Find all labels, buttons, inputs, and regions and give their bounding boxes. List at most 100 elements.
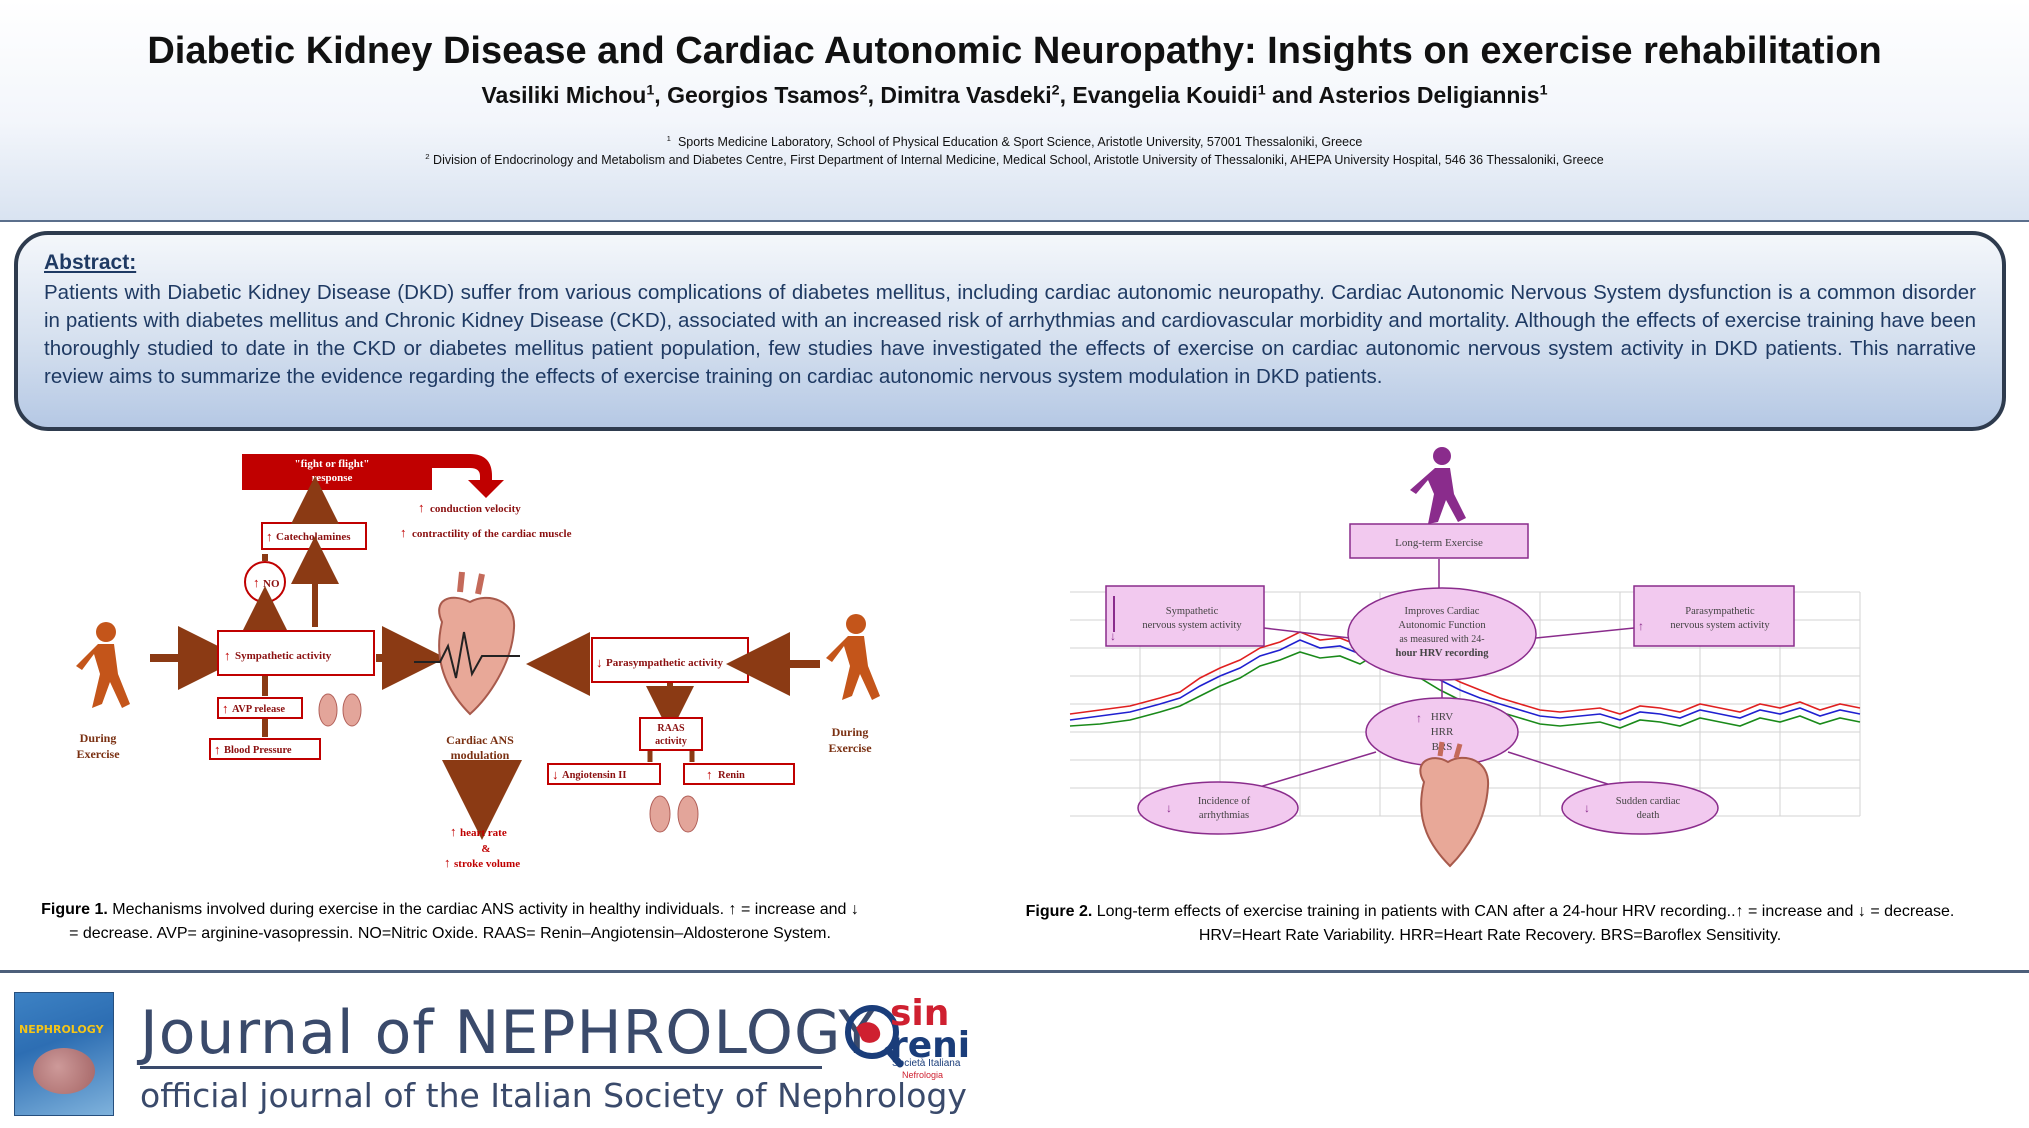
contractility-label: contractility of the cardiac muscle (412, 528, 572, 540)
down-arrow-glyph: ↓ (552, 767, 559, 782)
fight-or-flight-banner (242, 454, 504, 498)
abstract-heading: Abstract: (44, 251, 137, 274)
connector-line (1255, 751, 1377, 789)
stroke-volume-label: stroke volume (454, 858, 520, 870)
kidney-icon (649, 795, 699, 833)
up-arrow-glyph: ↑ (266, 529, 273, 544)
author-name: Evangelia Kouidi (1072, 82, 1258, 108)
during-exercise-right-1: During (832, 725, 869, 739)
up-arrow-glyph: ↑ (1416, 711, 1422, 725)
connector-line (1263, 627, 1351, 639)
connector-line (1507, 751, 1621, 789)
up-arrow-glyph: ↑ (400, 525, 407, 540)
hrr-label: HRR (1431, 726, 1454, 738)
kidney-icon (318, 693, 362, 727)
walking-person-icon (826, 614, 880, 700)
author-name: Georgios Tsamos (667, 82, 860, 108)
catecholamines-label: Catecholamines (276, 531, 351, 543)
raas-activity-box (639, 717, 703, 751)
connector-line (1535, 627, 1635, 639)
figure-2-caption-label: Figure 2. (1025, 903, 1093, 920)
heart-icon (1419, 741, 1490, 868)
logo-subtitle-1: Società Italiana (892, 1058, 961, 1069)
author-list: Vasiliki Michou1, Georgios Tsamos2, Dimi… (0, 82, 2029, 109)
author-name: Vasiliki Michou (481, 82, 647, 108)
walking-person-icon (1410, 447, 1466, 524)
journal-subtitle: official journal of the Italian Society … (140, 1076, 967, 1115)
improves-line2: Autonomic Function (1398, 620, 1486, 631)
hrv-label: HRV (1431, 711, 1453, 723)
during-exercise-right-2: Exercise (828, 741, 872, 755)
logo-word-1: sin (890, 993, 950, 1034)
walking-person-icon (76, 622, 130, 708)
affiliation-number: 1 (666, 134, 671, 143)
sudden-death-line2: death (1637, 810, 1660, 821)
author-separator: , (867, 82, 881, 108)
fight-or-flight-line2: response (312, 472, 353, 484)
journal-cover-image: NEPHROLOGY (14, 992, 114, 1116)
poster-title: Diabetic Kidney Disease and Cardiac Auto… (147, 30, 1882, 72)
raas-label-2: activity (655, 736, 687, 747)
logo-subtitle-2: Nefrologia (902, 1070, 944, 1080)
down-arrow-glyph: ↓ (596, 655, 603, 670)
hrv-trace-blue (1069, 639, 1861, 721)
down-arrow-glyph: ↓ (1166, 801, 1172, 815)
up-arrow-glyph: ↑ (224, 648, 231, 663)
sin-logo-icon (845, 1005, 904, 1068)
up-arrow-glyph: ↑ (450, 824, 457, 839)
heart-rate-label: heart rate (460, 827, 507, 839)
down-arrow-glyph: ↓ (1584, 801, 1590, 815)
hrv-trace-red (1069, 631, 1861, 715)
during-exercise-left-1: During (80, 731, 117, 745)
down-arrow-glyph: ↓ (1110, 629, 1116, 643)
up-arrow-glyph: ↑ (706, 767, 713, 782)
renin-box (683, 763, 795, 785)
up-arrow-glyph: ↑ (418, 500, 425, 515)
parasympathetic-activity-label: Parasympathetic activity (606, 657, 723, 669)
figure-2: Long-term Exercise Sympathetic nervous s… (1060, 442, 1960, 882)
cardiac-ans-line2: modulation (451, 748, 510, 762)
sudden-death-line1: Sudden cardiac (1616, 796, 1681, 807)
affiliation-2: 2 Division of Endocrinology and Metaboli… (0, 152, 2029, 167)
improves-line1: Improves Cardiac (1405, 606, 1480, 617)
figure-1-diagram: "fight or flight" response ↑ conduction … (76, 454, 880, 870)
fight-or-flight-line1: "fight or flight" (295, 458, 370, 470)
affiliation-1: 1 Sports Medicine Laboratory, School of … (0, 134, 2029, 149)
affiliation-marker: 2 (859, 82, 868, 99)
affiliation-text: Division of Endocrinology and Metabolism… (433, 153, 1604, 168)
abstract-text: Patients with Diabetic Kidney Disease (D… (44, 281, 1976, 388)
parasympathetic-line1: Parasympathetic (1685, 606, 1755, 617)
journal-underline (140, 1066, 822, 1069)
parasympathetic-line2: nervous system activity (1670, 620, 1770, 631)
affiliation-marker: 1 (1539, 82, 1548, 99)
affiliation-text: Sports Medicine Laboratory, School of Ph… (677, 135, 1363, 150)
nitric-oxide-label: NO (263, 578, 280, 590)
sympathetic-activity-box (217, 630, 375, 676)
figure-1: "fight or flight" response ↑ conduction … (30, 442, 910, 882)
up-arrow-glyph: ↑ (214, 742, 221, 757)
angiotensin-box (547, 763, 661, 785)
avp-release-label: AVP release (232, 704, 285, 715)
angiotensin-label: Angiotensin II (562, 770, 626, 781)
author-separator: , (654, 82, 668, 108)
avp-release-box (217, 697, 303, 719)
up-arrow-glyph: ↑ (1638, 619, 1644, 633)
journal-name: Journal of NEPHROLOGY (140, 998, 877, 1068)
figure-1-caption-label: Figure 1. (41, 901, 108, 918)
author-name: Dimitra Vasdeki (880, 82, 1052, 108)
cardiac-ans-line1: Cardiac ANS (446, 733, 514, 747)
author-separator: and (1265, 82, 1319, 108)
sudden-cardiac-death-ellipse (1561, 781, 1719, 835)
cover-title: NEPHROLOGY (19, 1023, 104, 1036)
during-exercise-left-2: Exercise (76, 747, 120, 761)
heart-icon (414, 571, 520, 716)
figure-2-caption-text: Long-term effects of exercise training i… (1092, 903, 1955, 944)
affiliation-marker: 1 (1257, 82, 1266, 99)
affiliation-marker: 2 (1051, 82, 1060, 99)
poster-header: Diabetic Kidney Disease and Cardiac Auto… (0, 0, 2029, 222)
author-name: Asterios Deligiannis (1318, 82, 1540, 108)
figure-1-caption: Figure 1. Mechanisms involved during exe… (40, 898, 860, 946)
incidence-line2: arrhythmias (1199, 810, 1249, 821)
improves-line3: as measured with 24- (1399, 634, 1484, 645)
